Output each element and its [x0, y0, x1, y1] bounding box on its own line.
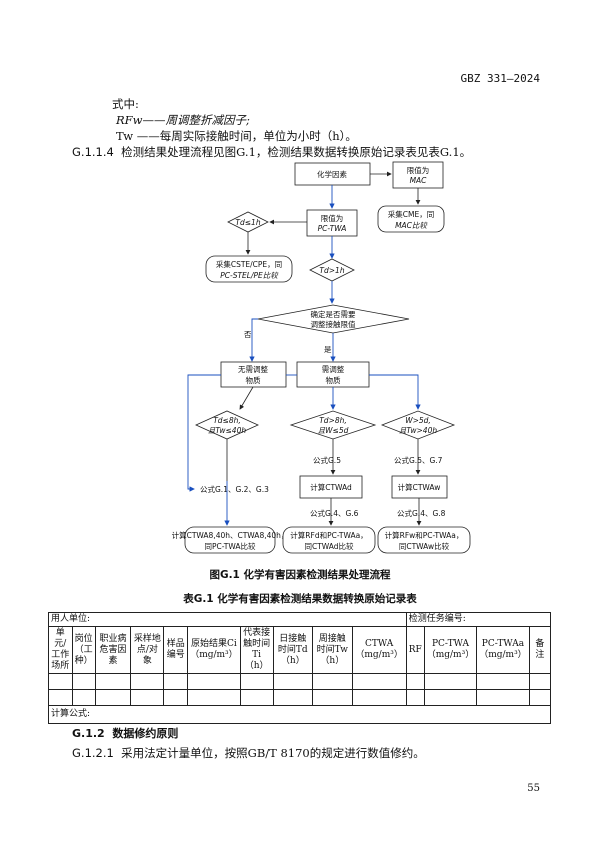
no-adjust-label-2: 物质 — [246, 375, 261, 385]
definition-rfw: RFw——周调整折减因子; — [116, 113, 250, 127]
twa-box — [306, 209, 358, 237]
tdgt1h-diamond — [309, 258, 355, 282]
twa-label-2: PC-TWA — [318, 224, 347, 233]
header-cell: 周接触时间Tw（h） — [312, 626, 353, 674]
table-formula-row: 计算公式: — [48, 705, 551, 724]
section-number: G.1.2 — [72, 727, 105, 740]
calc-twaw-label: 计算CTWAw — [398, 482, 441, 492]
result1-box — [184, 526, 276, 554]
result2-label-2: 同CTWAd比较 — [304, 541, 354, 551]
paragraph-text: 检测结果处理流程见图G.1，检测结果数据转换原始记录表见表G.1。 — [121, 145, 472, 159]
td1h-diamond — [227, 211, 269, 233]
decide-diamond — [257, 304, 410, 334]
start-label: 化学因素 — [317, 169, 347, 179]
no-label: 否 — [244, 330, 252, 339]
paragraph-g114: G.1.1.4 检测结果处理流程见图G.1，检测结果数据转换原始记录表见表G.1… — [72, 144, 471, 160]
result1-label-2: 同PC-TWA比较 — [205, 541, 256, 551]
task-number-cell: 检测任务编号: — [405, 612, 552, 627]
formula-cell: 计算公式: — [48, 705, 551, 724]
record-table: 用人单位: 检测任务编号: 单元/工作场所 岗位（工种） 职业病危害因素 采样地… — [48, 612, 552, 724]
document-code: GBZ 331—2024 — [460, 72, 540, 85]
formula-text-4: 公式G.4、G.6 — [310, 508, 359, 518]
mac-compare-label-2: MAC比较 — [395, 221, 428, 230]
figure-caption: 图G.1 化学有害因素检测结果处理流程 — [209, 569, 391, 581]
paragraph-number: G.1.1.4 — [72, 145, 114, 159]
header-cell: CTWA（mg/m³） — [351, 626, 407, 674]
section-title: 数据修约原则 — [112, 727, 179, 740]
result1-label-1: 计算CTWA8,40h、CTWA8,40h， — [172, 530, 289, 540]
formula-text-2: 公式G.5 — [313, 455, 341, 465]
yes-label: 是 — [324, 345, 332, 354]
result3-box — [377, 526, 471, 554]
formula-text-3: 公式G.5、G.7 — [394, 455, 443, 465]
tdgt1h-label: Td>1h — [319, 266, 344, 275]
header-cell: PC-TWAa（mg/m³） — [476, 626, 530, 674]
header-cell: 职业病危害因素 — [94, 626, 132, 674]
stel-compare-box — [205, 255, 293, 283]
td1h-label: Td≤1h — [235, 218, 260, 227]
need-adjust-box — [296, 361, 370, 388]
result2-box — [282, 526, 376, 554]
table-top-row: 用人单位: 检测任务编号: — [48, 612, 552, 627]
flowchart: 化学因素 限值为 MAC 采集CME，同 MAC比较 限值为 PC-TWA Td… — [172, 161, 471, 554]
cond1-label-2: 且Tw≤40h — [208, 426, 246, 435]
cond3-label-2: 且Tw>40h — [399, 426, 437, 435]
formula-text-5: 公式G.4、G.8 — [397, 508, 446, 518]
header-cell: 代表接触时间Ti（h） — [239, 626, 274, 674]
result2-label-1: 计算RFd和PC-TWAa， — [290, 530, 367, 540]
header-cell: PC-TWA（mg/m³） — [423, 626, 478, 674]
header-cell: RF — [405, 626, 425, 674]
table-row — [48, 673, 552, 690]
calc-twaw-box — [391, 475, 448, 499]
section-heading: G.1.2 数据修约原则 — [72, 725, 178, 741]
header-cell: 日接触时间Td（h） — [272, 626, 314, 674]
cond2-label-2: 且W≤5d — [318, 426, 349, 435]
header-cell: 备注 — [528, 626, 552, 674]
header-cell: 原始结果Ci（mg/m³） — [187, 626, 241, 674]
mac-label-2: MAC — [410, 176, 428, 185]
page-number: 55 — [527, 783, 540, 794]
need-adjust-label-2: 物质 — [326, 375, 341, 385]
paragraph-g121: G.1.2.1 采用法定计量单位，按照GB/T 8170的规定进行数值修约。 — [72, 745, 425, 761]
paragraph-text: 采用法定计量单位，按照GB/T 8170的规定进行数值修约。 — [121, 746, 425, 760]
result3-label-2: 同CTWAw比较 — [399, 541, 450, 551]
definition-tw: Tw ——每周实际接触时间，单位为小时（h）。 — [116, 129, 357, 143]
table-row — [48, 689, 552, 706]
decide-label-2: 调整接触限值 — [311, 319, 356, 329]
table-caption: 表G.1 化学有害因素检测结果数据转换原始记录表 — [183, 593, 417, 605]
cond3-diamond — [380, 410, 456, 440]
formula-text-1: 公式G.1、G.2、G.3 — [200, 484, 269, 494]
employer-cell: 用人单位: — [48, 612, 407, 627]
mac-box — [392, 161, 444, 189]
header-cell: 岗位（工种） — [71, 626, 96, 674]
header-cell: 单元/工作场所 — [48, 626, 73, 674]
mac-label-1: 限值为 — [407, 165, 430, 175]
cond3-label-1: W>5d, — [405, 416, 431, 425]
stel-compare-label-1: 采集CSTE/CPE，同 — [216, 259, 282, 269]
cond1-diamond — [195, 410, 259, 440]
no-adjust-label-1: 无需调整 — [238, 364, 268, 374]
cond1-label-1: Td≤8h, — [213, 416, 241, 425]
where-label: 式中: — [112, 97, 139, 111]
cond2-label-1: Td>8h, — [319, 416, 347, 425]
result3-label-1: 计算RFw和PC-TWAa， — [385, 530, 464, 540]
decide-label-1: 确定是否需要 — [311, 309, 356, 319]
header-cell: 采样地点/对象 — [130, 626, 165, 674]
table-header-row: 单元/工作场所 岗位（工种） 职业病危害因素 采样地点/对象 样品编号 原始结果… — [48, 626, 552, 674]
twa-label-1: 限值为 — [321, 213, 344, 223]
mac-compare-box — [377, 205, 445, 233]
mac-compare-label-1: 采集CME，同 — [388, 209, 434, 219]
need-adjust-label-1: 需调整 — [322, 364, 345, 374]
cond2-diamond — [289, 410, 377, 440]
calc-twad-label: 计算CTWAd — [310, 482, 352, 492]
no-adjust-box — [220, 361, 287, 388]
header-cell: 样品编号 — [163, 626, 189, 674]
stel-compare-label-2: PC-STEL/PE比较 — [220, 271, 279, 280]
paragraph-number: G.1.2.1 — [72, 746, 114, 760]
